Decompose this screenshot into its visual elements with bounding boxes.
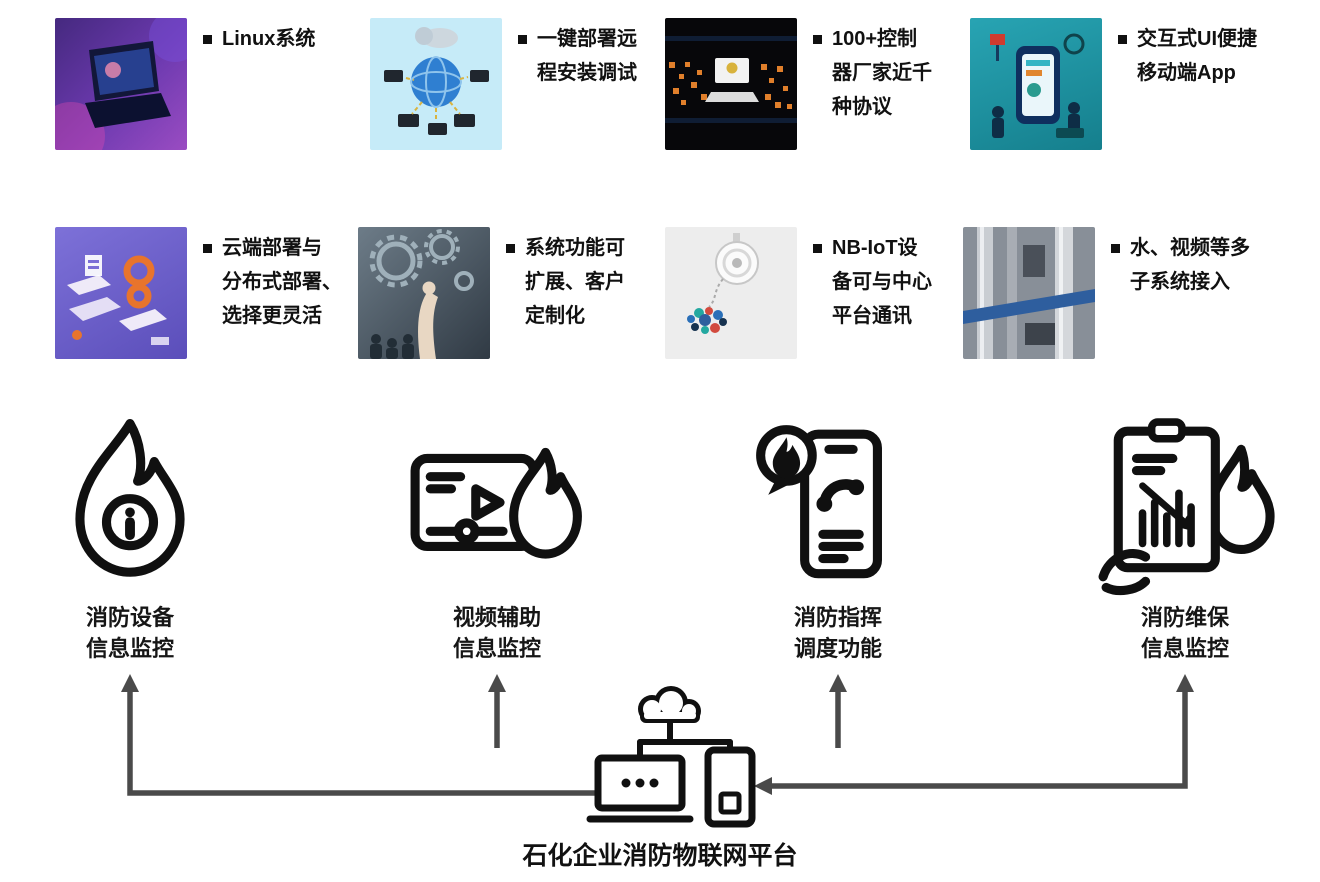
- smoke-detector-cloud-illustration: [687, 233, 759, 334]
- cloud-server-devices-icon: [580, 682, 770, 837]
- feature-linux: Linux系统: [55, 18, 315, 150]
- module-device-monitoring: 消防设备 信息监控: [30, 412, 230, 664]
- cloud-deploy-thumbnail-image: [55, 227, 187, 359]
- bullet-icon: [518, 35, 527, 44]
- feature-protocols: 100+控制 器厂家近千 种协议: [665, 18, 932, 150]
- bullet-icon: [813, 35, 822, 44]
- bullet-icon: [203, 244, 212, 253]
- feature-mobile-app: 交互式UI便捷 移动端App: [970, 18, 1257, 150]
- flame-info-icon: [39, 412, 221, 602]
- isometric-platform-illustration: [67, 255, 169, 345]
- feature-label: 水、视频等多 子系统接入: [1130, 237, 1250, 293]
- feature-label: 交互式UI便捷 移动端App: [1137, 28, 1257, 84]
- feature-label: NB-IoT设 备可与中心 平台通讯: [832, 237, 932, 327]
- bullet-icon: [1118, 35, 1127, 44]
- module-label: 消防指挥 调度功能: [793, 605, 882, 661]
- feature-label: 系统功能可 扩展、客户 定制化: [525, 237, 625, 327]
- bullet-icon: [1111, 244, 1120, 253]
- feature-one-key-deploy: 一键部署远 程安装调试: [370, 18, 637, 150]
- module-video-monitoring: 视频辅助 信息监控: [397, 412, 597, 664]
- deploy-thumbnail-image: [370, 18, 502, 150]
- feature-cloud-deploy: 云端部署与 分布式部署、 选择更灵活: [55, 227, 342, 359]
- globe-network-illustration: [384, 27, 489, 135]
- module-dispatch: 消防指挥 调度功能: [738, 412, 938, 664]
- clipboard-chart-flame-icon: [1094, 412, 1276, 602]
- mobile-app-thumbnail-image: [970, 18, 1102, 150]
- phone-call-flame-icon: [747, 412, 929, 602]
- protocols-thumbnail-image: [665, 18, 797, 150]
- feature-label: Linux系统: [222, 28, 316, 50]
- module-maintenance: 消防维保 信息监控: [1085, 412, 1285, 664]
- nbiot-thumbnail-image: [665, 227, 797, 359]
- bullet-icon: [506, 244, 515, 253]
- module-label: 消防维保 信息监控: [1140, 605, 1229, 661]
- platform-title: 石化企业消防物联网平台: [522, 842, 798, 870]
- industrial-pipes-illustration: [963, 227, 1095, 359]
- digital-code-illustration: [665, 36, 797, 123]
- feature-customizable: 系统功能可 扩展、客户 定制化: [358, 227, 625, 359]
- linux-thumbnail-image: [55, 18, 187, 150]
- feature-subsystems: 水、视频等多 子系统接入: [963, 227, 1250, 359]
- module-label: 消防设备 信息监控: [85, 605, 174, 661]
- bullet-icon: [203, 35, 212, 44]
- video-player-flame-icon: [406, 412, 588, 602]
- gears-hand-illustration: [369, 229, 474, 359]
- feature-label: 一键部署远 程安装调试: [537, 28, 637, 84]
- feature-label: 云端部署与 分布式部署、 选择更灵活: [222, 237, 342, 327]
- bullet-icon: [813, 244, 822, 253]
- feature-nb-iot: NB-IoT设 备可与中心 平台通讯: [665, 227, 932, 359]
- subsystems-thumbnail-image: [963, 227, 1095, 359]
- custom-thumbnail-image: [358, 227, 490, 359]
- laptop-illustration: [55, 18, 187, 150]
- app-team-illustration: [990, 33, 1085, 138]
- module-label: 视频辅助 信息监控: [452, 605, 541, 661]
- feature-label: 100+控制 器厂家近千 种协议: [832, 28, 932, 118]
